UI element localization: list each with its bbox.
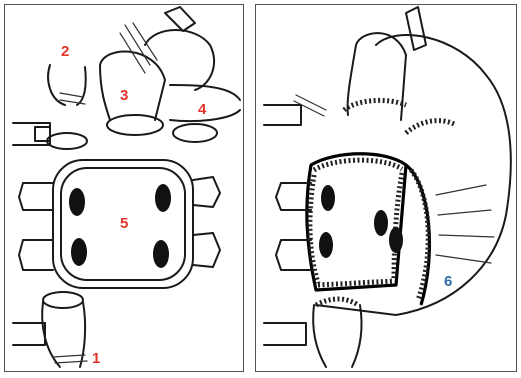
top-clamp	[165, 7, 195, 31]
opening-vessel-3	[107, 115, 163, 135]
label-2: 2	[61, 44, 69, 59]
label-4: 4	[198, 102, 206, 117]
vessel-2	[48, 65, 86, 105]
pv-stub-lr	[193, 233, 220, 267]
opening-vessel-4	[173, 124, 217, 142]
opening-vessel-1	[43, 292, 83, 308]
clamp-left-bottom	[13, 323, 45, 345]
pv-orifice-r-lr	[389, 227, 403, 253]
pv-stub-ur	[193, 177, 220, 207]
ivc-right	[313, 305, 361, 367]
pv-orifice-r-ll	[319, 232, 333, 258]
atrial-cuff-right	[307, 154, 406, 290]
vessel-3	[100, 51, 165, 120]
pv-stub-ul	[19, 183, 53, 210]
great-vessel-top	[145, 30, 214, 90]
right-panel-drawing	[256, 5, 518, 373]
pa-anastomosis-suture	[406, 121, 456, 133]
pv-orifice-ur	[155, 184, 171, 212]
pv-orifice-r-ul	[321, 185, 335, 211]
aortic-anastomosis-suture	[344, 100, 406, 110]
vessel-1	[42, 302, 85, 367]
label-6: 6	[444, 274, 452, 289]
pv-orifice-ul	[69, 188, 85, 216]
clamp-right-bottom	[264, 323, 306, 345]
right-panel: 6	[255, 4, 517, 372]
pv-orifice-lr	[153, 240, 169, 268]
label-5: 5	[120, 216, 128, 231]
top-clamp-right	[406, 7, 426, 50]
pv-orifice-ll	[71, 238, 87, 266]
ivc-anastomosis-suture	[316, 299, 358, 305]
pv-orifice-r-ur	[374, 210, 388, 236]
left-panel-drawing	[5, 5, 245, 373]
opening-vessel-2	[47, 133, 87, 149]
label-3: 3	[120, 88, 128, 103]
pv-stub-ll	[19, 240, 53, 270]
label-1: 1	[92, 351, 100, 366]
aorta-right	[348, 33, 406, 120]
clamp-right-top	[264, 105, 301, 125]
left-panel: 1 2 3 4 5	[4, 4, 244, 372]
